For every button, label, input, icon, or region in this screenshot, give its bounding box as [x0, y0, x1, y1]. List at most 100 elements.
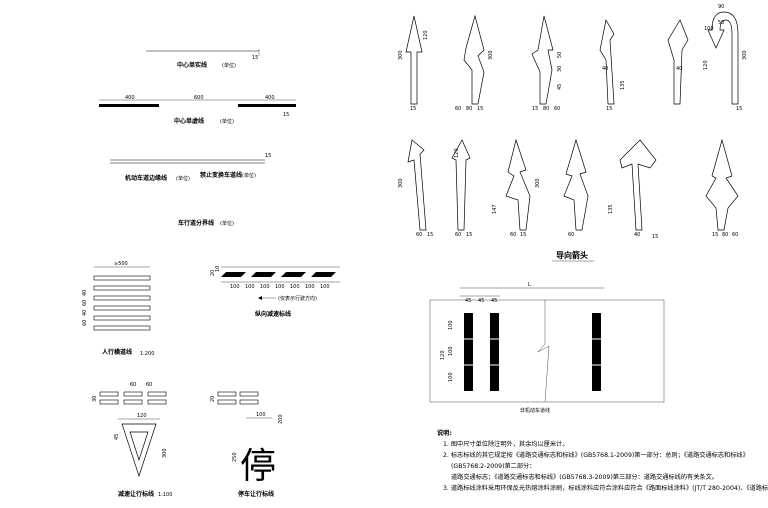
yield-dash — [99, 391, 119, 397]
dim-label: 40 — [82, 310, 88, 316]
dim-label: 60 — [416, 232, 422, 238]
dim-label: 100 — [305, 284, 315, 290]
dim-label: 400 — [265, 95, 275, 101]
dim-label: 135 — [620, 80, 626, 90]
crosswalk-title: 人行横道线 — [102, 348, 132, 356]
stop-dash — [217, 391, 237, 397]
stop-dash — [239, 391, 259, 397]
guide-arrows-row1: 300 120 300 45 30 50 135 120 300 15 60 8… — [398, 4, 748, 112]
crosswalk-stripe — [93, 295, 151, 301]
dim-label: 100 — [256, 412, 266, 418]
yield-dash — [147, 391, 167, 397]
dim-label: 100 — [448, 372, 454, 382]
dim-label: 400 — [125, 95, 135, 101]
dim-label: 10 — [215, 266, 221, 272]
dim-label: 15 — [410, 106, 416, 112]
crosswalk-stripe — [93, 285, 151, 291]
yield-dash — [123, 399, 143, 405]
dim-label: 15 — [466, 232, 472, 238]
decel-block — [251, 272, 276, 277]
note-item: 3. 道路标线涂料采用环保反光热熔涂料涂刷，标线涂料应符合涂料应符合《路面标线涂… — [443, 485, 768, 492]
dim-label: 120 — [137, 413, 147, 419]
notes-block: 说明: 1. 图中尺寸单位除注明外，其余均以厘米计。 2. 标志标线的其它规定按… — [437, 428, 768, 494]
guide-arrows-row2: 300 120 300 147 135 60 15 60 15 60 15 60… — [398, 138, 739, 262]
deceleration-group: 20 10 100 100 100 100 100 100 100 (仅表示行驶… — [210, 266, 340, 318]
crossing-bar — [490, 313, 499, 391]
dim-label: 120 — [703, 60, 709, 70]
direction-arrowhead — [258, 296, 262, 300]
decel-note: (仅表示行驶方向) — [278, 295, 317, 302]
stop-dash — [217, 399, 237, 405]
right-curve-arrow — [451, 139, 471, 231]
edge-lines-group: 15 机动车道边缘线 (单位) 禁止变换车道线 (单位) — [110, 153, 271, 182]
dim-label: 15 — [252, 55, 258, 61]
dim-label: 300 — [398, 50, 404, 60]
dim-label: 147 — [492, 204, 498, 214]
motor-lane-label: 机动车道边缘线 — [125, 174, 167, 182]
left-curve-arrow — [407, 139, 427, 231]
dim-label: 100 — [448, 346, 454, 356]
dim-label: 300 — [398, 178, 404, 188]
no-lane-change-label: 禁止变换车道线 — [199, 171, 242, 179]
dash-segment — [99, 104, 159, 107]
yield-dash — [123, 391, 143, 397]
dim-label: 40 — [634, 232, 640, 238]
tag: (单位) — [220, 118, 234, 125]
dim-label: 15 — [652, 234, 658, 240]
note-item: (GB5768.2-2009)第二部分： — [451, 463, 536, 470]
dim-label: 300 — [488, 50, 494, 60]
straight-left-arrow — [463, 14, 485, 105]
center-solid-label: 中心单实线 — [177, 61, 207, 69]
dim-label: 15 — [427, 232, 433, 238]
dim-label: 15 — [265, 153, 271, 159]
decel-block — [221, 272, 246, 277]
dim-label: 60 — [82, 320, 88, 326]
dim-label: 30 — [557, 66, 563, 72]
dim-label: 45 — [557, 84, 563, 90]
dim-label: 80 — [543, 106, 549, 112]
dash-segment — [238, 104, 296, 107]
dim-label: 40 — [676, 66, 682, 72]
crossing-bar — [592, 313, 601, 391]
crossing-diagram: L 45 45 45 100 100 100 120 非机动车道线 — [429, 282, 665, 414]
split-arrow — [619, 139, 657, 231]
guide-arrows-title: 导向箭头 — [556, 250, 588, 260]
left-fork-arrow — [505, 138, 531, 231]
crossing-frame — [429, 299, 665, 403]
dim-label: 80 — [722, 232, 728, 238]
dim-label: 135 — [608, 204, 614, 214]
center-dashed-line-group: 400 600 400 15 中心单虚线 (单位) — [99, 95, 296, 125]
dim-label: 120 — [454, 148, 460, 158]
dim-label: 60 — [455, 232, 461, 238]
stop-marking-group: 20 100 200 250 停 停车让行标线 — [210, 391, 284, 498]
note-item: 2. 标志标线的其它规定按《道路交通标志和标线》(GB5768.1-2009)第… — [443, 452, 749, 459]
yield-dash — [99, 399, 119, 405]
dim-label: 100 — [260, 284, 270, 290]
dim-label: 45 — [114, 434, 120, 440]
tag: (单位) — [242, 172, 256, 179]
center-dashed-label: 中心单虚线 — [174, 117, 204, 125]
dim-label: 120 — [423, 30, 429, 40]
notes-heading: 说明: — [437, 430, 452, 437]
dim-label: ≥500 — [114, 261, 128, 267]
dim-label: 60 — [554, 106, 560, 112]
dim-label: 90 — [718, 4, 724, 10]
yield-scale: 1:100 — [158, 492, 172, 498]
dim-label: 60 — [82, 300, 88, 306]
dim-label: 20 — [210, 270, 216, 276]
dim-label: 100 — [245, 284, 255, 290]
dim-label: 50 — [557, 52, 563, 58]
dim-label: 250 — [232, 452, 238, 462]
dim-label: 45 — [491, 298, 497, 304]
dim-label: 40 — [602, 66, 608, 72]
yield-triangle-inner — [129, 431, 149, 462]
crossing-bar — [464, 313, 473, 391]
tag: (单位) — [222, 62, 236, 69]
dim-label: 60 — [130, 382, 136, 388]
dim-label: L — [528, 282, 531, 288]
center-solid-line-group: 15 中心单实线 (单位) — [146, 49, 260, 69]
crosswalk-group: ≥500 40 60 40 60 人行横道线 1:200 — [82, 261, 154, 357]
dim-label: 15 — [283, 112, 289, 118]
dim-label: 100 — [275, 284, 285, 290]
